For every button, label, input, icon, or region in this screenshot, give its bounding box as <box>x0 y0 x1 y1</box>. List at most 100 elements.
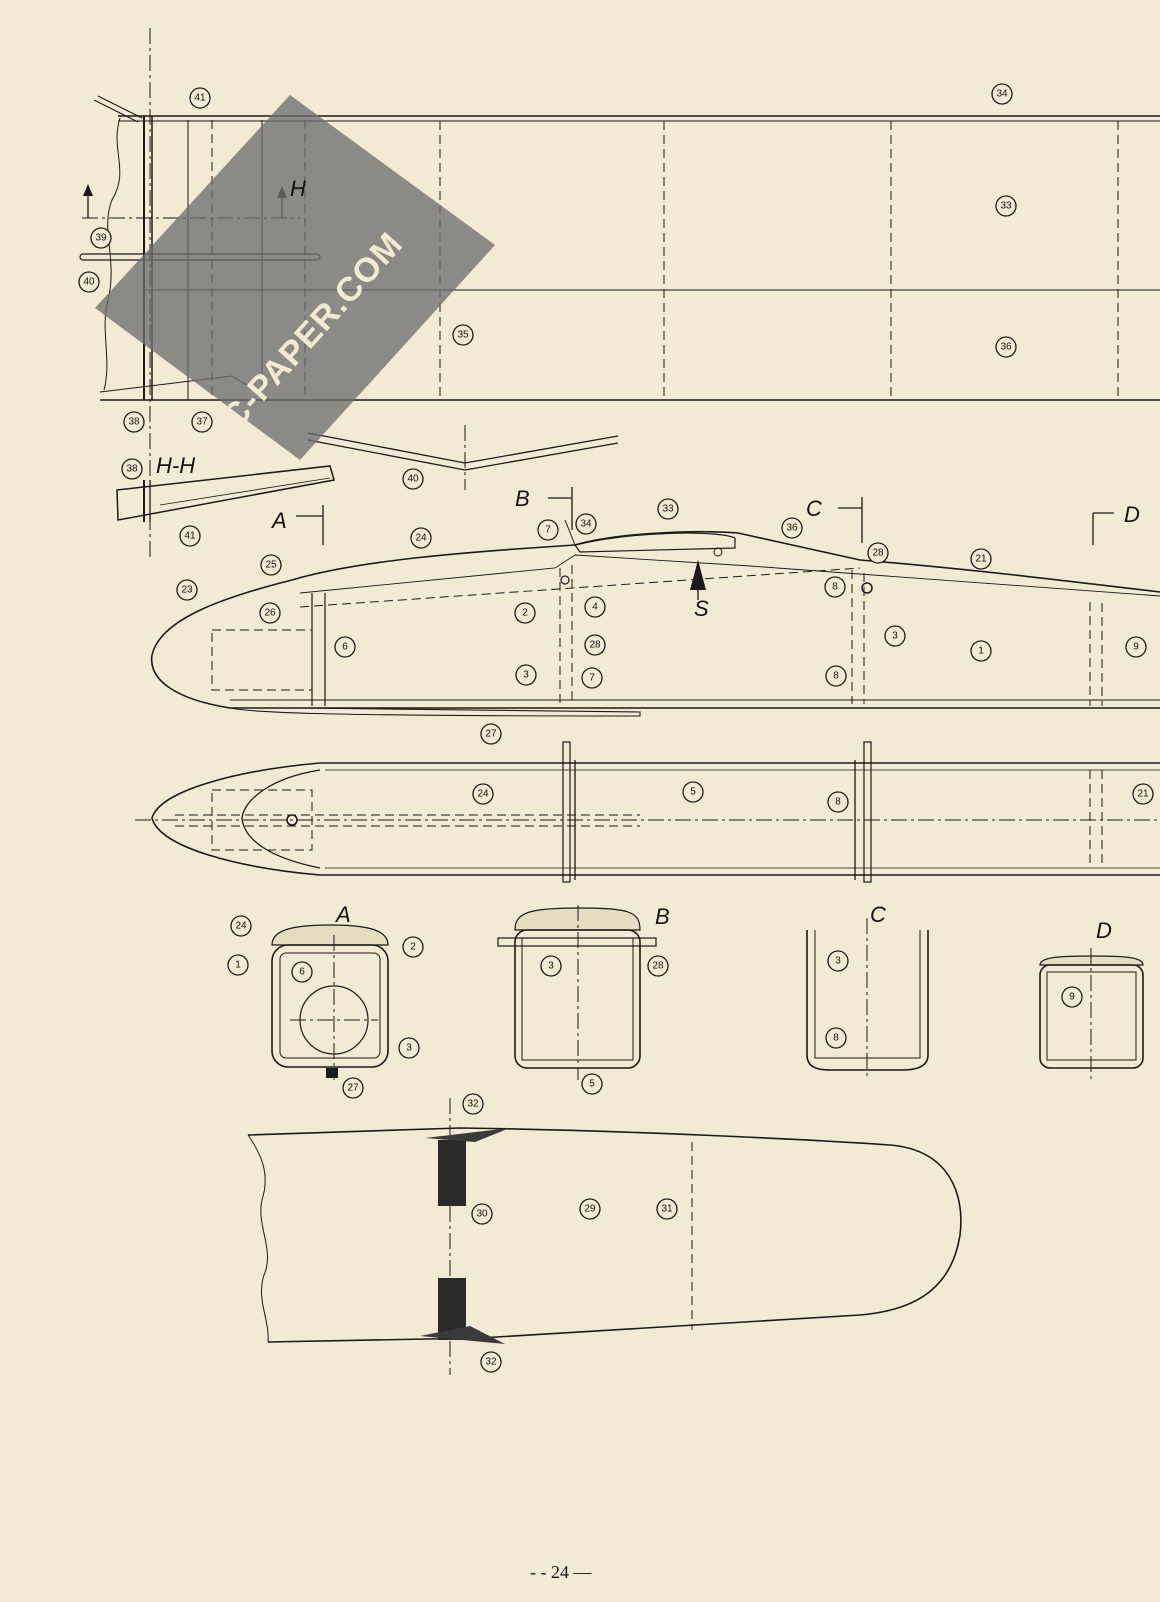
label-a-arrow: A <box>270 508 287 533</box>
svg-text:29: 29 <box>584 1204 596 1215</box>
callout-24: 24 <box>410 527 432 549</box>
svg-text:32: 32 <box>485 1357 497 1368</box>
svg-text:28: 28 <box>872 548 884 559</box>
section-a <box>271 924 389 1080</box>
svg-text:34: 34 <box>580 519 592 530</box>
svg-text:36: 36 <box>1000 342 1012 353</box>
callout-33: 33 <box>995 195 1017 217</box>
joiner-wire-40 <box>307 425 619 490</box>
callout-24: 24 <box>230 915 252 937</box>
svg-text:41: 41 <box>194 93 206 104</box>
callout-2: 2 <box>514 602 536 624</box>
callout-37: 37 <box>191 411 213 433</box>
callout-34: 34 <box>991 83 1013 105</box>
svg-text:38: 38 <box>126 464 138 475</box>
callout-5: 5 <box>682 781 704 803</box>
label-section-d: D <box>1096 918 1112 943</box>
svg-text:7: 7 <box>545 525 551 536</box>
svg-text:6: 6 <box>342 642 348 653</box>
svg-text:40: 40 <box>83 277 95 288</box>
svg-text:28: 28 <box>652 961 664 972</box>
label-section-a: A <box>334 902 351 927</box>
svg-text:3: 3 <box>523 670 529 681</box>
label-c-arrow: C <box>806 496 822 521</box>
callout-29: 29 <box>579 1198 601 1220</box>
label-h-h: H-H <box>156 453 195 478</box>
callout-28: 28 <box>584 634 606 656</box>
callout-9: 9 <box>1061 986 1083 1008</box>
callout-36: 36 <box>781 517 803 539</box>
svg-text:24: 24 <box>235 921 247 932</box>
callout-32: 32 <box>462 1093 484 1115</box>
callout-3: 3 <box>884 625 906 647</box>
callout-1: 1 <box>227 954 249 976</box>
section-labels: H H-H A B C D S A B C D <box>156 176 1140 943</box>
svg-text:23: 23 <box>181 585 193 596</box>
callout-8: 8 <box>824 576 846 598</box>
callout-28: 28 <box>867 542 889 564</box>
callout-34: 34 <box>575 513 597 535</box>
svg-text:35: 35 <box>457 330 469 341</box>
svg-text:24: 24 <box>477 789 489 800</box>
callout-27: 27 <box>342 1077 364 1099</box>
callout-32: 32 <box>480 1351 502 1373</box>
callout-5: 5 <box>581 1073 603 1095</box>
svg-text:33: 33 <box>662 504 674 515</box>
svg-text:24: 24 <box>415 533 427 544</box>
svg-text:34: 34 <box>996 89 1008 100</box>
fuselage-side-view <box>150 487 1160 717</box>
svg-text:21: 21 <box>1137 789 1149 800</box>
callout-40: 40 <box>402 468 424 490</box>
callout-21: 21 <box>970 548 992 570</box>
callout-41: 41 <box>179 525 201 547</box>
callout-39: 39 <box>90 227 112 249</box>
svg-text:26: 26 <box>264 608 276 619</box>
watermark: RC-PAPER.COM <box>95 95 495 460</box>
svg-text:9: 9 <box>1133 642 1139 653</box>
svg-text:41: 41 <box>184 531 196 542</box>
callout-3: 3 <box>827 950 849 972</box>
svg-text:8: 8 <box>833 671 839 682</box>
svg-text:38: 38 <box>128 417 140 428</box>
label-h: H <box>290 176 306 201</box>
svg-text:3: 3 <box>406 1043 412 1054</box>
svg-text:8: 8 <box>832 582 838 593</box>
svg-text:1: 1 <box>978 646 984 657</box>
svg-text:5: 5 <box>589 1079 595 1090</box>
section-d <box>1039 948 1144 1080</box>
callout-24: 24 <box>472 783 494 805</box>
svg-text:21: 21 <box>975 554 987 565</box>
section-c <box>806 918 929 1080</box>
svg-text:2: 2 <box>410 942 416 953</box>
callout-7: 7 <box>537 519 559 541</box>
callout-36: 36 <box>995 336 1017 358</box>
svg-text:3: 3 <box>835 956 841 967</box>
svg-text:3: 3 <box>548 961 554 972</box>
svg-text:8: 8 <box>835 797 841 808</box>
svg-text:32: 32 <box>467 1099 479 1110</box>
callout-23: 23 <box>176 579 198 601</box>
svg-text:33: 33 <box>1000 201 1012 212</box>
callout-3: 3 <box>515 664 537 686</box>
callout-3: 3 <box>540 955 562 977</box>
part-callouts: 41 34 33 39 40 35 36 38 37 40 38 41 24 3… <box>78 83 1154 1373</box>
svg-text:5: 5 <box>690 787 696 798</box>
svg-text:39: 39 <box>95 233 107 244</box>
callout-28: 28 <box>647 955 669 977</box>
callout-41: 41 <box>189 87 211 109</box>
svg-text:7: 7 <box>589 673 595 684</box>
svg-text:27: 27 <box>347 1083 359 1094</box>
callout-8: 8 <box>825 1027 847 1049</box>
fuselage-top-view <box>135 741 1160 883</box>
callout-40: 40 <box>78 271 100 293</box>
callout-33: 33 <box>657 498 679 520</box>
svg-text:31: 31 <box>661 1204 673 1215</box>
svg-text:28: 28 <box>589 640 601 651</box>
svg-text:2: 2 <box>522 608 528 619</box>
callout-6: 6 <box>291 961 313 983</box>
svg-text:27: 27 <box>485 729 497 740</box>
callout-4: 4 <box>584 596 606 618</box>
callout-38: 38 <box>123 411 145 433</box>
callout-27: 27 <box>480 723 502 745</box>
